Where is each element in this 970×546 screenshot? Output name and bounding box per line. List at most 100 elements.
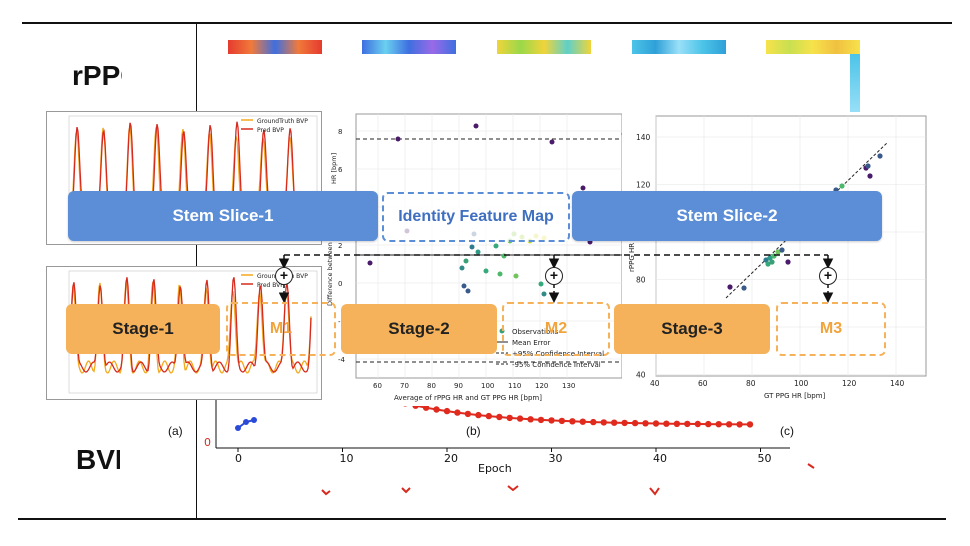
bottom-red-point — [516, 415, 524, 422]
pred-bvp-line — [70, 277, 312, 373]
b-observation-point — [475, 249, 481, 255]
bottom-xtick: 40 — [653, 452, 667, 465]
b-observation-point — [465, 288, 471, 294]
bottom-red-point — [485, 412, 492, 420]
c-xtick: 100 — [794, 379, 809, 388]
bottom-red-point — [537, 416, 545, 424]
b-ylabel: Difference between rPPG — [326, 225, 334, 306]
c-ytick: 80 — [636, 276, 646, 285]
b-observation-point — [538, 281, 544, 287]
bottom-red-point — [464, 410, 472, 418]
bottom-red-specks — [321, 463, 815, 496]
stem-slice-1-block: Stem Slice-1 — [68, 191, 378, 241]
b-observation-point — [580, 185, 586, 191]
bottom-red-point — [725, 421, 733, 428]
bottom-red-point — [611, 419, 618, 426]
b-xtick: 70 — [400, 382, 409, 390]
wave-legend-top: GroundTruth BVP Pred BVP — [241, 118, 308, 134]
b-observation-point — [469, 244, 475, 250]
heatmap-strip-4 — [632, 40, 726, 54]
bottom-rule — [18, 518, 946, 520]
c-ylabel: rPPG HR — [628, 243, 636, 272]
bottom-xtick: 0 — [235, 452, 242, 465]
c-scatter-point — [765, 261, 771, 267]
b-observation-point — [461, 283, 467, 289]
bottom-red-point — [642, 420, 649, 427]
bottom-red-point — [433, 406, 440, 413]
bottom-red-point — [621, 419, 628, 427]
legend-pred-bvp-top: Pred BVP — [257, 127, 284, 134]
c-xtick: 40 — [650, 379, 660, 388]
add-junction-3: + — [819, 267, 837, 285]
bottom-blue-curve — [235, 417, 257, 431]
c-ytick: 140 — [636, 133, 651, 142]
b-ytick: -4 — [338, 356, 346, 364]
b-observation-point — [463, 258, 469, 264]
bottom-red-point — [736, 421, 743, 428]
bottom-red-point — [715, 421, 722, 428]
bottom-red-point — [475, 411, 482, 419]
bottom-xtick: 50 — [758, 452, 772, 465]
b-observation-point — [549, 139, 555, 145]
add-junction-1: + — [275, 267, 293, 285]
panel-c-scatter: 140120100806040406080100120140 rPPG HR G… — [622, 112, 928, 404]
bottom-red-point — [652, 420, 660, 427]
c-scatter-point — [775, 249, 781, 255]
m3-module: M3 — [776, 302, 886, 356]
heatmap-strip-1 — [228, 40, 322, 54]
heatmap-strip-2 — [362, 40, 456, 54]
bottom-red-point — [746, 421, 754, 428]
bottom-red-point — [422, 404, 430, 411]
bottom-xtick: 30 — [549, 452, 563, 465]
c-scatter-point — [877, 153, 883, 159]
top-rule — [22, 22, 952, 24]
stage-3-block: Stage-3 — [614, 304, 770, 354]
b-xtick: 130 — [562, 382, 575, 390]
bottom-ytick-0: 0 — [204, 436, 211, 449]
b-ytick: 2 — [338, 242, 342, 250]
legend-gt-bvp-top: GroundTruth BVP — [257, 118, 308, 125]
bottom-red-point — [600, 419, 607, 426]
b-ytick: 0 — [338, 280, 342, 288]
caption-a: (a) — [168, 424, 183, 438]
b-xtick: 110 — [508, 382, 521, 390]
c-xtick: 80 — [746, 379, 756, 388]
stage-1-block: Stage-1 — [66, 304, 220, 354]
bottom-red-point — [684, 420, 691, 428]
b-legend-mean: Mean Error — [512, 339, 550, 347]
bottom-xtick: 20 — [444, 452, 458, 465]
c-scatter-point — [785, 259, 791, 265]
bottom-red-point — [579, 418, 586, 425]
heatmap-strip-5 — [766, 40, 860, 54]
c-ytick: 120 — [636, 181, 651, 190]
c-scatter-point — [769, 259, 775, 265]
b-legend-observations: Observations — [512, 328, 559, 336]
stage-2-block: Stage-2 — [341, 304, 497, 354]
b-observation-point — [459, 265, 465, 271]
c-scatter-point — [741, 285, 747, 291]
b-xtick: 100 — [481, 382, 494, 390]
bottom-red-point — [527, 416, 534, 423]
bottom-red-point — [569, 418, 576, 425]
c-scatter-point — [839, 183, 845, 189]
b-observation-point — [395, 136, 401, 142]
c-scatter-point — [767, 255, 773, 261]
add-junction-2: + — [545, 267, 563, 285]
b-observation-point — [367, 260, 373, 266]
gt-bvp-line — [70, 279, 312, 375]
c-xtick: 60 — [698, 379, 708, 388]
b-ylabel-unit: HR [bpm] — [330, 153, 338, 184]
c-ytick: 40 — [636, 371, 646, 380]
bottom-red-point — [694, 420, 701, 428]
bottom-red-point — [506, 414, 513, 422]
b-xtick: 90 — [454, 382, 463, 390]
bottom-red-point — [558, 417, 566, 425]
bottom-red-point — [496, 413, 503, 421]
b-observation-point — [497, 271, 503, 277]
caption-c: (c) — [780, 424, 794, 438]
b-xtick: 60 — [373, 382, 382, 390]
bottom-red-point — [548, 417, 555, 424]
bottom-red-point — [673, 420, 681, 427]
